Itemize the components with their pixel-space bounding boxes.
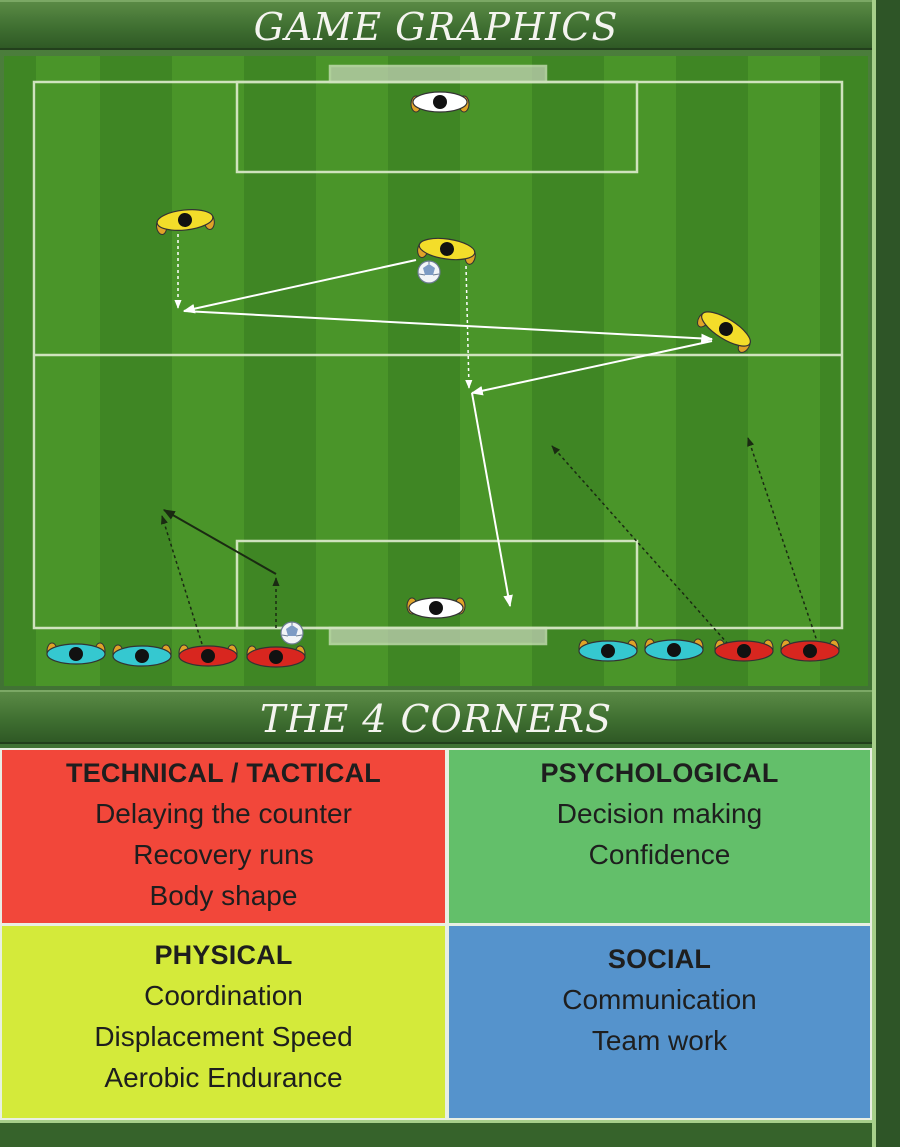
pass-arrow	[182, 259, 417, 314]
player-yellow-left	[156, 209, 215, 235]
top-goal	[328, 64, 548, 84]
player-goalkeeper-bottom	[406, 597, 466, 619]
panel-item: Displacement Speed	[94, 1021, 353, 1052]
psychological-panel: PSYCHOLOGICAL Decision making Confidence	[449, 750, 870, 923]
panel-item: Recovery runs	[133, 839, 314, 870]
technical-tactical-panel: TECHNICAL / TACTICAL Delaying the counte…	[2, 750, 445, 923]
frame-edge	[872, 0, 900, 1147]
ball-icon	[280, 621, 304, 645]
panel-item: Communication	[562, 984, 757, 1015]
player-yellow-center	[417, 237, 476, 265]
pass-arrow	[470, 340, 713, 396]
pitch-diagram	[4, 56, 868, 686]
player-cyan	[578, 639, 638, 662]
player-red	[714, 639, 774, 662]
pass-arrow	[183, 310, 714, 344]
player-yellow-right	[697, 311, 751, 353]
panel-item: Confidence	[588, 839, 731, 870]
panel-item: Coordination	[144, 980, 303, 1011]
game-graphics-banner: GAME GRAPHICS	[0, 0, 872, 50]
four-corners-title: THE 4 CORNERS	[259, 697, 613, 741]
player-red	[178, 644, 238, 667]
panel-item: Delaying the counter	[95, 798, 352, 829]
run-arrow	[551, 445, 729, 645]
panel-title: SOCIAL	[607, 944, 712, 974]
player-red	[780, 639, 840, 662]
player-red	[246, 645, 306, 668]
player-cyan	[112, 644, 172, 667]
pitch-lines	[32, 64, 844, 646]
four-corners-grid: TECHNICAL / TACTICAL Delaying the counte…	[0, 748, 872, 1120]
panel-item: Team work	[591, 1025, 728, 1056]
player-goalkeeper-top	[410, 91, 470, 113]
ball-icon	[417, 260, 441, 284]
pass-arrow	[162, 509, 277, 575]
run-arrow	[465, 265, 473, 389]
panel-title: TECHNICAL / TACTICAL	[66, 758, 381, 788]
panel-title: PHYSICAL	[154, 940, 293, 970]
player-cyan	[46, 642, 106, 665]
physical-panel: PHYSICAL Coordination Displacement Speed…	[2, 926, 445, 1118]
four-corners-banner: THE 4 CORNERS	[0, 690, 872, 744]
movement-arrows	[160, 234, 819, 645]
game-graphics-title: GAME GRAPHICS	[253, 5, 619, 49]
bottom-goal	[328, 626, 548, 646]
grass-stripes	[4, 56, 868, 686]
panel-item: Body shape	[149, 880, 298, 911]
bottom-frame-band	[0, 1120, 872, 1147]
social-panel: SOCIAL Communication Team work	[449, 926, 870, 1118]
panel-title: PSYCHOLOGICAL	[540, 758, 779, 788]
panel-item: Decision making	[556, 798, 763, 829]
pass-arrow	[471, 392, 513, 608]
run-arrow	[747, 437, 819, 645]
player-cyan	[644, 638, 704, 661]
panel-item: Aerobic Endurance	[104, 1062, 343, 1093]
run-arrow	[160, 515, 203, 645]
